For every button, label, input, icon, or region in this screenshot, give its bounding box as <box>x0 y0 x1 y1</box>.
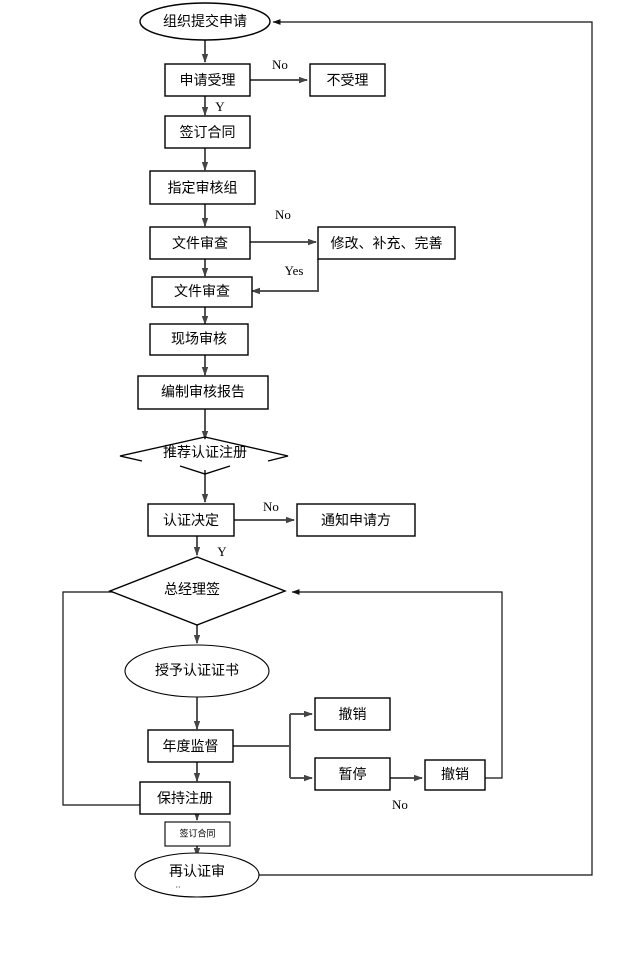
node-accept-application[interactable]: 申请受理 <box>164 63 251 97</box>
grant-certificate-label: 授予认证证书 <box>155 663 239 679</box>
not-accepted-label: 不受理 <box>327 73 369 89</box>
maintain-registration-label: 保持注册 <box>157 791 213 807</box>
grant-certificate-shape <box>124 644 270 698</box>
recertification-audit-marks: ·· <box>175 883 180 892</box>
node-grant-certificate[interactable]: 授予认证证书 <box>124 644 270 698</box>
gm-signature-shape <box>108 556 287 626</box>
edge-recert-loop-to-submit <box>248 19 593 876</box>
node-annual-supervision[interactable]: 年度监督 <box>147 729 234 763</box>
edge-label-decision-no: No <box>263 499 279 514</box>
onsite-audit-label: 现场审核 <box>171 332 227 348</box>
node-assign-audit-team[interactable]: 指定审核组 <box>149 170 256 205</box>
edge-maintain-loop-to-gm <box>62 589 191 806</box>
accept-application-shape <box>164 63 251 97</box>
document-review-1-shape <box>149 226 251 260</box>
document-review-2-label: 文件审查 <box>174 284 230 300</box>
node-suspend[interactable]: 暂停 <box>314 757 391 791</box>
annual-supervision-shape <box>147 729 234 763</box>
node-submit-application[interactable]: 组织提交申请 <box>139 2 271 41</box>
recertification-audit-label: 再认证审 <box>169 864 225 880</box>
recommend-registration-edge-nw <box>119 436 206 462</box>
edge-label-accept-yes: Y <box>215 99 225 114</box>
accept-application-label: 申请受理 <box>180 73 236 89</box>
prepare-audit-report-shape <box>137 375 269 410</box>
edge-label-decision-yes: Y <box>217 544 227 559</box>
edge-revoke2-loop-to-gm <box>291 589 503 779</box>
revoke-1-shape <box>314 697 391 731</box>
revise-supplement-improve-label: 修改、补充、完善 <box>331 236 443 252</box>
edge-label-revoke-no: No <box>392 797 408 812</box>
node-document-review-1[interactable]: 文件审查 <box>149 226 251 260</box>
annual-supervision-label: 年度监督 <box>163 739 219 755</box>
submit-application-shape <box>139 2 271 41</box>
edge-label-review-yes: Yes <box>285 263 304 278</box>
not-accepted-shape <box>309 63 386 97</box>
assign-audit-team-shape <box>149 170 256 205</box>
node-sign-contract[interactable]: 签订合同 <box>164 115 251 149</box>
node-maintain-registration[interactable]: 保持注册 <box>139 781 231 815</box>
document-review-2-shape <box>151 276 253 308</box>
edge-label-review-no: No <box>275 207 291 222</box>
node-certification-decision[interactable]: 认证决定 <box>147 503 235 537</box>
submit-application-label: 组织提交申请 <box>163 13 247 30</box>
node-not-accepted[interactable]: 不受理 <box>309 63 386 97</box>
recommend-registration-edge-ne <box>204 436 289 462</box>
node-document-review-2[interactable]: 文件审查 <box>151 276 253 308</box>
node-sign-contract-small[interactable]: 签订合同 <box>164 821 231 847</box>
certification-decision-label: 认证决定 <box>163 513 219 529</box>
node-recertification-audit[interactable]: 再认证审 ·· <box>134 852 260 898</box>
prepare-audit-report-label: 编制审核报告 <box>161 385 245 401</box>
revoke-1-label: 撤销 <box>339 707 367 723</box>
revise-supplement-improve-shape <box>317 226 456 260</box>
edge-label-accept-no: No <box>272 57 288 72</box>
recertification-audit-shape <box>134 852 260 898</box>
suspend-shape <box>314 757 391 791</box>
gm-signature-label: 总经理签 <box>164 581 220 598</box>
node-revoke-1[interactable]: 撤销 <box>314 697 391 731</box>
sign-contract-shape <box>164 115 251 149</box>
node-prepare-audit-report[interactable]: 编制审核报告 <box>137 375 269 410</box>
sign-contract-label: 签订合同 <box>180 124 236 141</box>
node-revise-supplement-improve[interactable]: 修改、补充、完善 <box>317 226 456 260</box>
onsite-audit-shape <box>149 323 249 356</box>
revoke-2-shape <box>424 759 486 791</box>
notify-applicant-shape <box>296 503 416 537</box>
recommend-registration-edge-bottom <box>179 465 231 475</box>
node-gm-signature[interactable]: 总经理签 <box>108 556 287 626</box>
node-notify-applicant[interactable]: 通知申请方 <box>296 503 416 537</box>
recommend-registration-label: 推荐认证注册 <box>163 445 247 461</box>
document-review-1-label: 文件审查 <box>172 236 228 252</box>
assign-audit-team-label: 指定审核组 <box>168 181 238 197</box>
node-onsite-audit[interactable]: 现场审核 <box>149 323 249 356</box>
node-revoke-2[interactable]: 撤销 <box>424 759 486 791</box>
certification-decision-shape <box>147 503 235 537</box>
sign-contract-small-label: 签订合同 <box>179 828 215 840</box>
node-recommend-registration[interactable]: 推荐认证注册 <box>119 436 289 475</box>
edge-revise-to-review2 <box>251 259 319 295</box>
maintain-registration-shape <box>139 781 231 815</box>
revoke-2-label: 撤销 <box>441 767 469 783</box>
sign-contract-small-shape <box>164 821 231 847</box>
suspend-label: 暂停 <box>339 766 367 783</box>
notify-applicant-label: 通知申请方 <box>321 512 391 529</box>
